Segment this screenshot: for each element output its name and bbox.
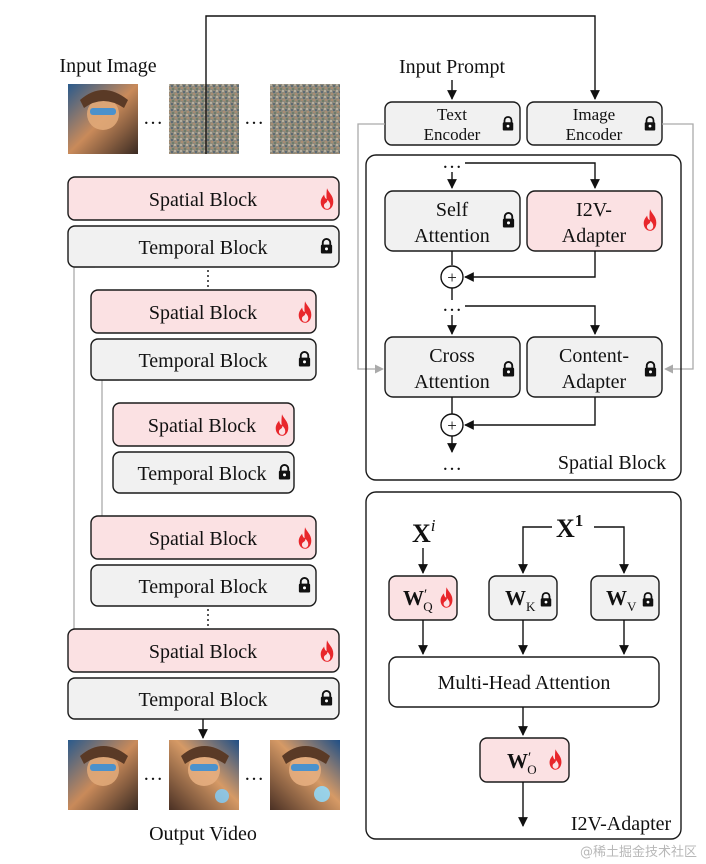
spatial-block-4-label: Spatial Block <box>149 528 257 550</box>
i2v-to-add <box>464 251 596 282</box>
input-image-label: Input Image <box>59 55 156 77</box>
spatial-block-2 <box>90 289 317 334</box>
input-ellipsis-2: … <box>244 107 264 129</box>
arrow-to-i2v-adapter <box>465 162 600 189</box>
temporal-block-1-label: Temporal Block <box>138 237 267 259</box>
self-attention-line1: Self <box>436 199 469 221</box>
temporal-block-3 <box>112 451 295 494</box>
cross-attention-line2: Attention <box>414 371 490 393</box>
xi-symbol: Xi <box>412 516 436 548</box>
wk-symbol: WK <box>505 586 536 614</box>
multi-head-attention-box <box>388 656 660 708</box>
temporal-block-3-label: Temporal Block <box>137 463 266 485</box>
i2v-adapter-line2: Adapter <box>562 225 627 247</box>
image-encoder-to-content-adapter <box>662 123 694 374</box>
output-ellipsis-1: … <box>143 763 163 785</box>
temporal-block-5-label: Temporal Block <box>138 689 267 711</box>
output-frame-1 <box>68 740 138 810</box>
spatial-block-3 <box>112 402 295 447</box>
noisy-frame-1 <box>169 84 239 154</box>
output-frame-3 <box>270 740 340 810</box>
output-ellipsis-2: … <box>244 763 264 785</box>
input-frame-1 <box>68 84 138 154</box>
output-video-thumbnails: … … <box>68 740 340 810</box>
content-adapter-line1: Content- <box>559 345 629 367</box>
x1-to-wv-arrow <box>594 526 629 574</box>
spatial-block-detail-title: Spatial Block <box>558 452 666 474</box>
input-image-thumbnails: … … <box>68 84 340 154</box>
image-encoder-line2: Encoder <box>566 125 623 144</box>
text-encoder-line2: Encoder <box>424 125 481 144</box>
spatial-top-ellipsis: … <box>442 151 462 173</box>
x1-to-wk-arrow <box>518 526 552 574</box>
image-to-encoder-arrow <box>205 15 600 154</box>
wo-box <box>479 737 570 783</box>
spatial-block-1-label: Spatial Block <box>149 189 257 211</box>
spatial-block-5 <box>67 628 340 673</box>
spatial-block-2-label: Spatial Block <box>149 302 257 324</box>
i2v-adapter-detail-title: I2V-Adapter <box>571 813 672 835</box>
spatial-block-4 <box>90 515 317 560</box>
arrow-to-content-adapter <box>465 305 600 335</box>
content-adapter-line2: Adapter <box>562 371 627 393</box>
output-video-label: Output Video <box>149 823 257 845</box>
temporal-block-4-label: Temporal Block <box>138 576 267 598</box>
temporal-block-4 <box>90 564 317 607</box>
wq-symbol: W′Q <box>403 586 433 614</box>
temporal-block-1 <box>67 225 340 268</box>
self-attention-line2: Attention <box>414 225 490 247</box>
temporal-block-2-label: Temporal Block <box>138 350 267 372</box>
x1-symbol: X1 <box>556 511 583 543</box>
add-symbol-2: + <box>447 416 457 435</box>
wv-box <box>590 575 660 621</box>
i2v-adapter-detail-panel <box>365 491 682 840</box>
i2v-adapter-line1: I2V- <box>576 199 612 221</box>
add-symbol-1: + <box>447 268 457 287</box>
input-ellipsis-1: … <box>143 107 163 129</box>
text-encoder-to-cross-attention <box>357 123 385 374</box>
spatial-block-3-label: Spatial Block <box>148 415 256 437</box>
noisy-frame-2 <box>270 84 340 154</box>
temporal-block-2 <box>90 338 317 381</box>
spatial-mid-ellipsis: … <box>442 294 462 316</box>
wv-symbol: WV <box>606 586 637 614</box>
spatial-block-detail-panel <box>365 154 682 481</box>
watermark-text: @稀土掘金技术社区 <box>580 844 697 860</box>
spatial-block-5-label: Spatial Block <box>149 641 257 663</box>
multi-head-attention-label: Multi-Head Attention <box>438 672 611 694</box>
content-adapter-to-add <box>464 397 596 430</box>
text-encoder-line1: Text <box>437 105 467 124</box>
wo-symbol: W′O <box>507 749 537 777</box>
spatial-block-1 <box>67 176 340 221</box>
spatial-bottom-ellipsis: … <box>442 453 462 475</box>
input-prompt-label: Input Prompt <box>399 56 506 78</box>
image-encoder-line1: Image <box>573 105 615 124</box>
output-frame-2 <box>169 740 239 810</box>
cross-attention-line1: Cross <box>429 345 475 367</box>
